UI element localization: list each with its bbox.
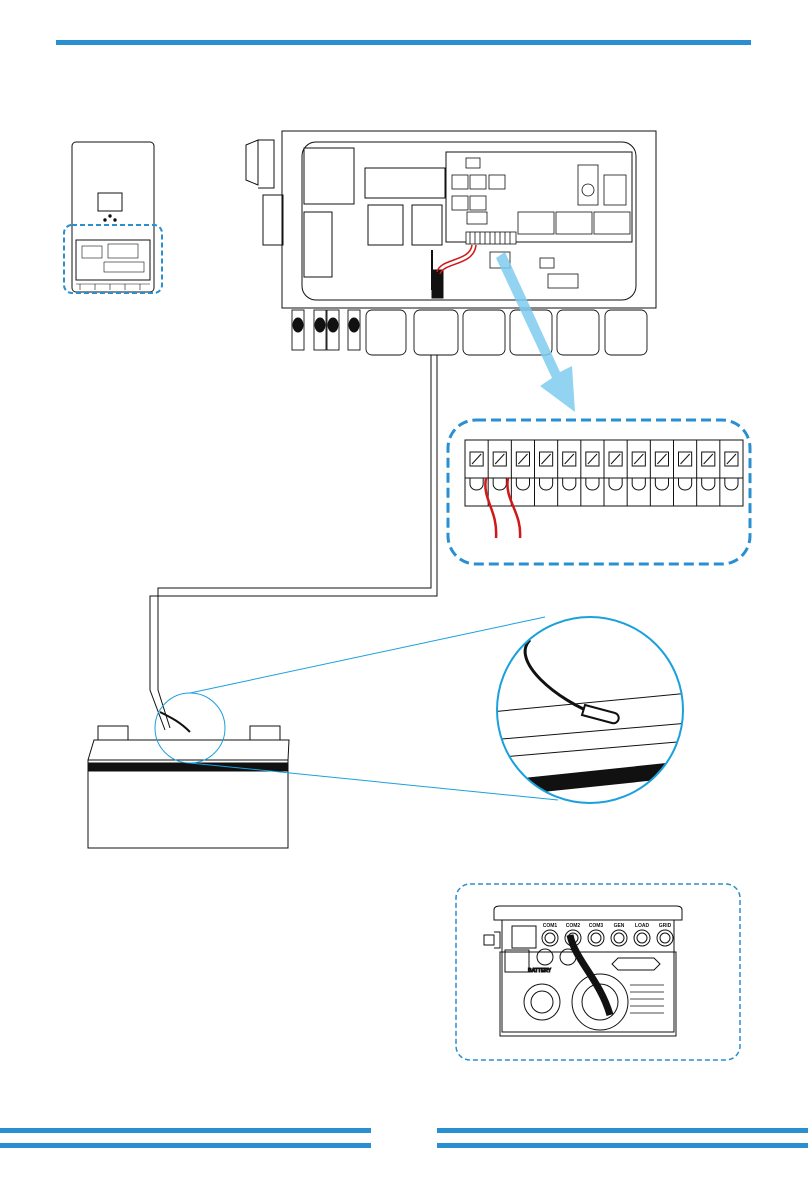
terminal: [488, 440, 506, 506]
port-label: GEN: [614, 923, 625, 929]
terminal-block-detail: [448, 420, 750, 564]
port-label: LOAD: [635, 923, 650, 929]
inverter-thumbnail: [64, 142, 162, 293]
port-label: GRID: [659, 923, 672, 929]
battery: [88, 693, 289, 848]
battery-label: BATTERY: [528, 968, 552, 974]
terminal: [535, 440, 553, 506]
terminal: [511, 440, 529, 506]
port-label: COM1: [543, 923, 558, 929]
port-com1: COM1: [542, 923, 558, 946]
terminal: [604, 440, 622, 506]
terminal: [674, 440, 692, 506]
sensor-magnified: [490, 617, 700, 803]
terminal: [650, 440, 668, 506]
port-label: COM3: [589, 923, 604, 929]
terminal: [581, 440, 599, 506]
terminal: [720, 440, 738, 506]
terminal: [697, 440, 715, 506]
port-grid: GRID: [657, 923, 673, 946]
port-com3: COM3: [588, 923, 604, 946]
port-label: COM2: [566, 923, 581, 929]
inverter-bottom-view: COM1 COM2 COM3 GEN LOAD GRID BATTERY: [456, 884, 740, 1060]
terminal: [627, 440, 645, 506]
port-load: LOAD: [634, 923, 650, 946]
port-gen: GEN: [611, 923, 627, 946]
terminal: [558, 440, 576, 506]
inverter-wiring-compartment: [246, 131, 656, 412]
terminal: [470, 452, 483, 490]
